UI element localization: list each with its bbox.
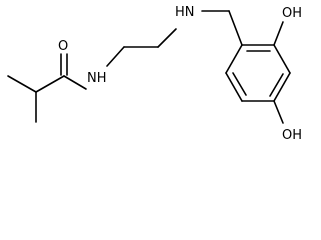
ring-double-bond-2 [269,73,284,97]
ring-bond-3 [273,72,291,102]
amine-hn-label: HN [175,5,195,20]
bond-ethyl-amine-n [157,28,177,48]
bond-ring-oh-top [273,21,284,46]
bond-ring-oh-bottom [273,100,284,124]
bond-methyl-top [7,75,37,93]
bond-benzyl-ring [228,10,243,46]
hydroxyl-bottom-label: OH [282,128,302,143]
ring-bond-6 [225,44,243,74]
ring-bond-2 [273,44,291,74]
hydroxyl-top-label: OH [282,6,302,21]
bond-isopropyl-carbonyl [35,75,65,93]
bond-carbonyl-amide-n [63,75,87,90]
carbonyl-oxygen-label: O [58,39,68,54]
ring-double-bond-3 [232,72,247,96]
bond-amide-n-ethyl [106,46,125,67]
amide-nh-label: NH [87,71,107,86]
chemical-structure-diagram: O NH HN OH OH [7,5,302,143]
ring-bond-5 [225,72,243,102]
